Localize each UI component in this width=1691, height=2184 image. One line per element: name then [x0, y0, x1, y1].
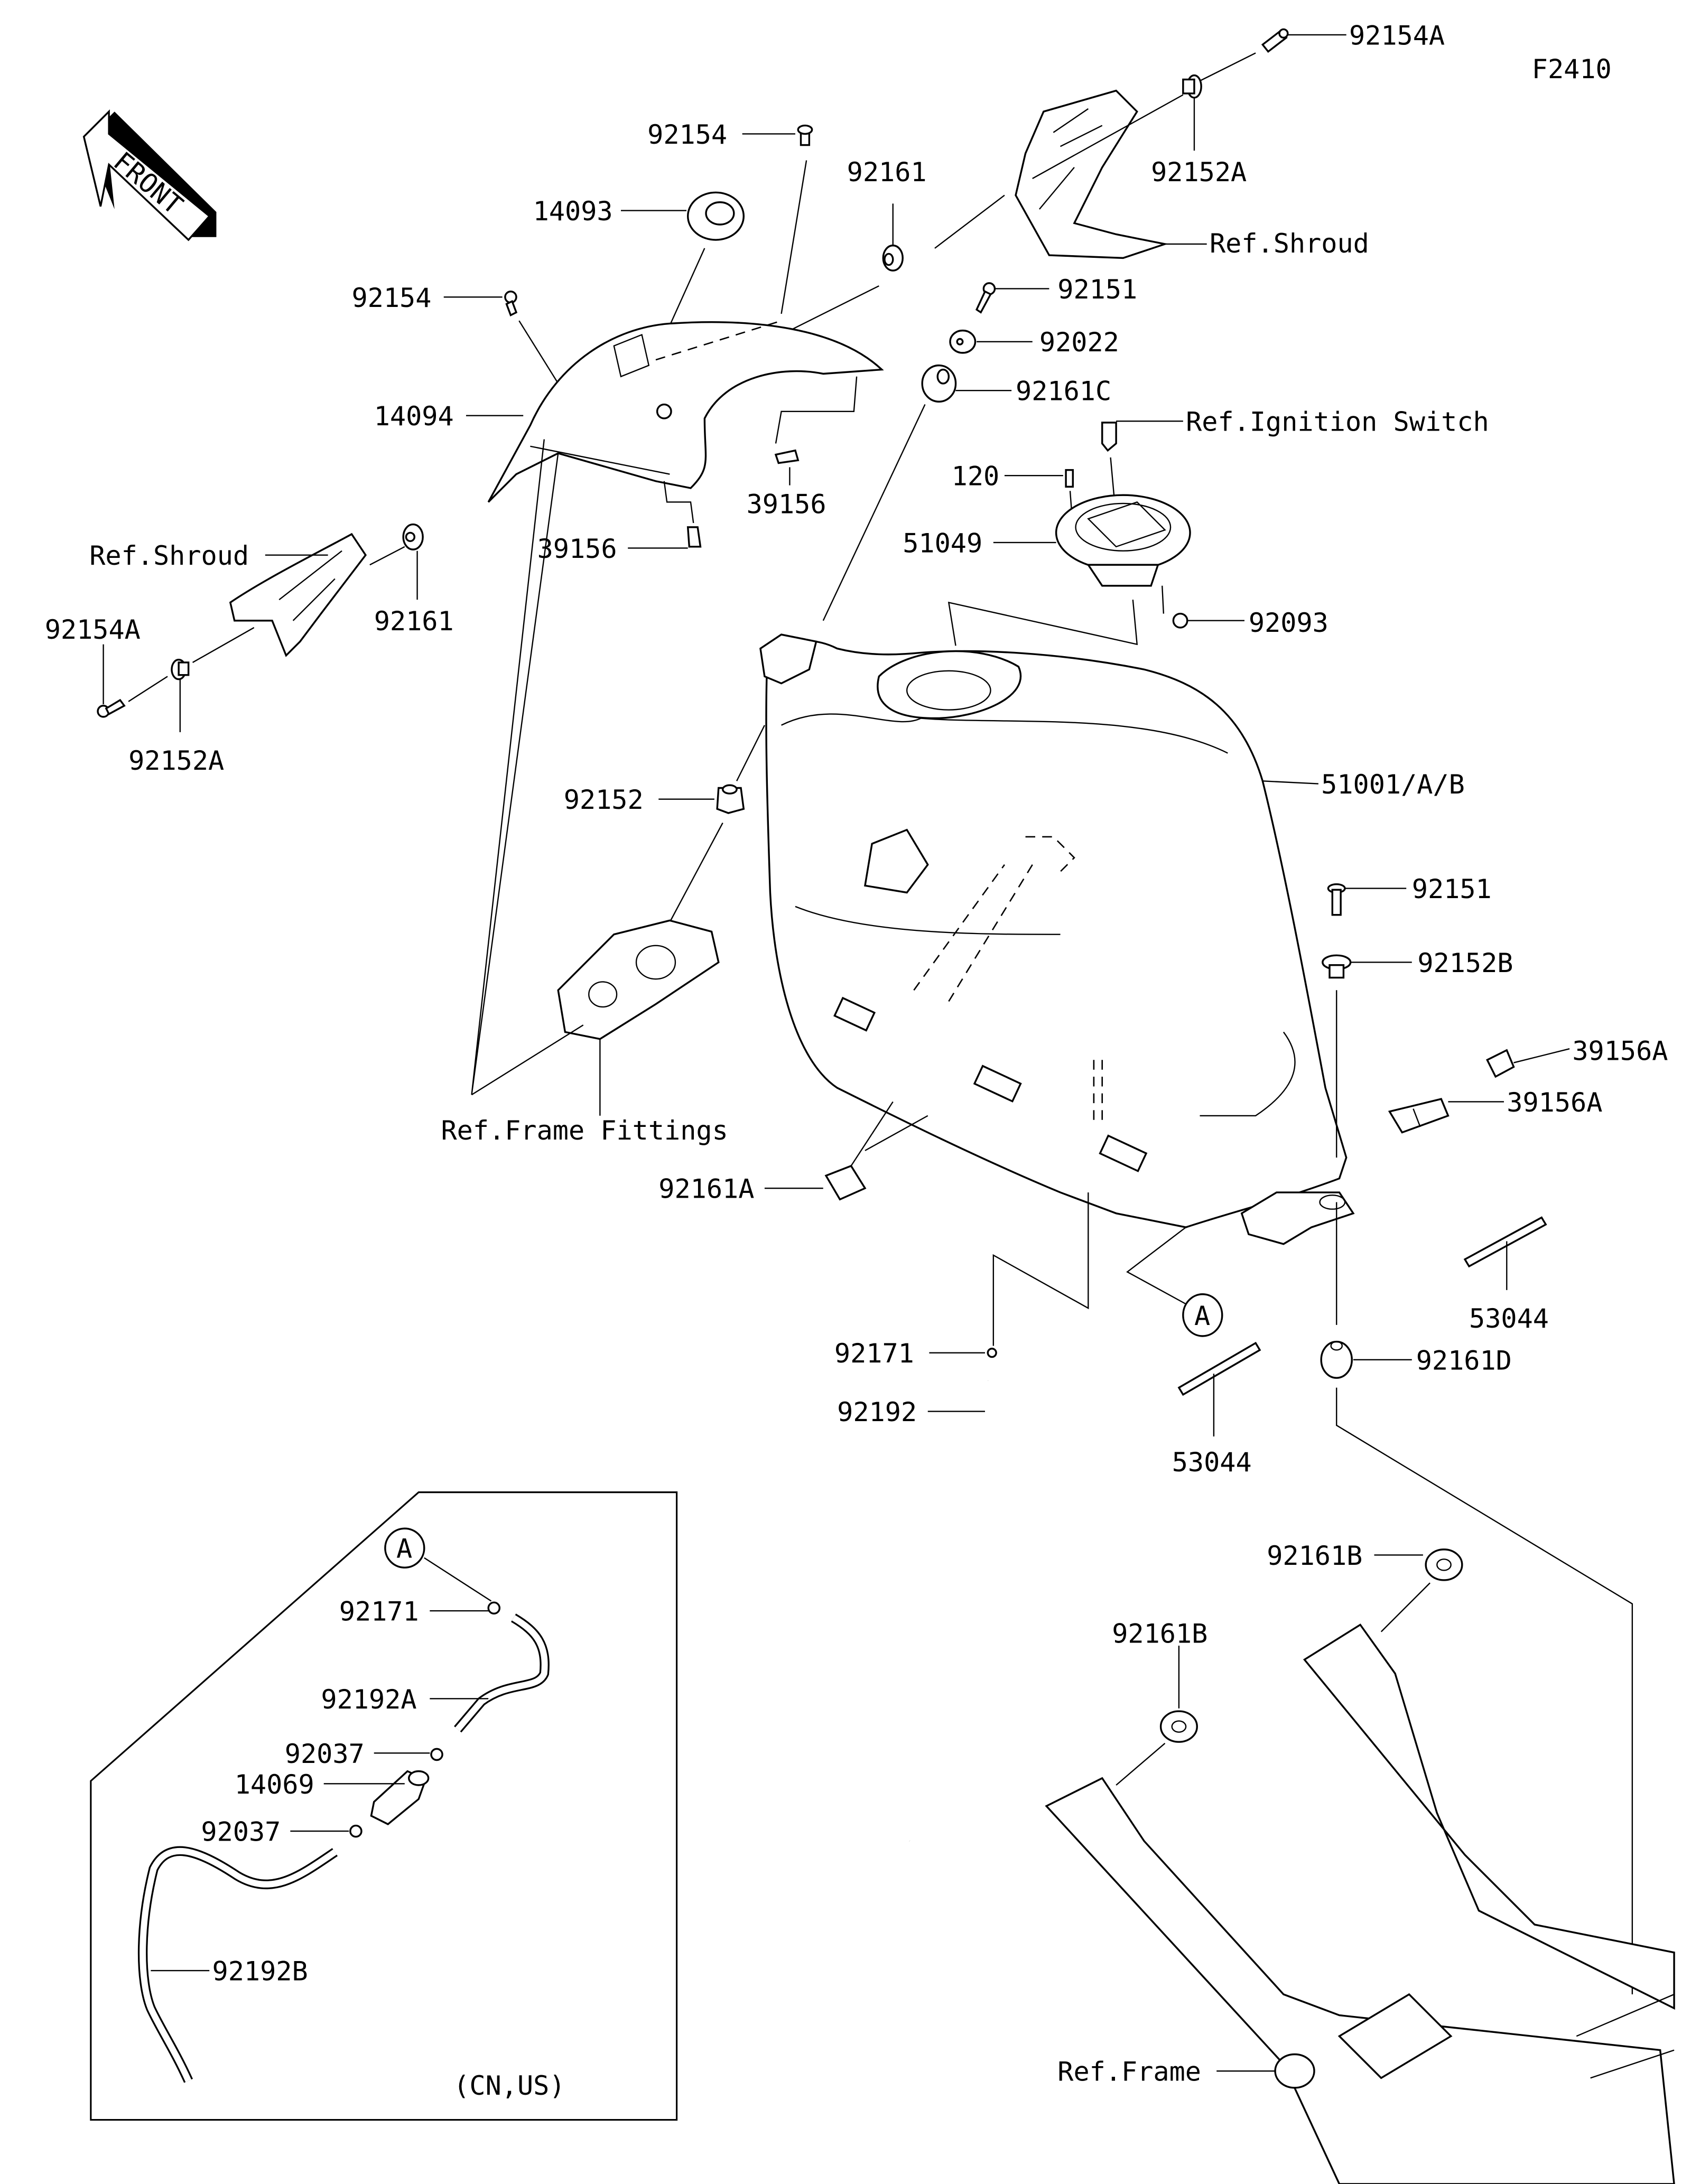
bushing-92152	[716, 784, 745, 814]
part-label-92154A-left: 92154A	[45, 614, 141, 645]
clip-39156-center	[774, 449, 800, 464]
rubber-53044-center	[1177, 1341, 1261, 1396]
collar-92152A-top	[1182, 74, 1202, 99]
part-label-51001: 51001/A/B	[1321, 769, 1465, 800]
part-label-92161B-2: 92161B	[1112, 1618, 1207, 1649]
part-label-39156-left: 39156	[537, 533, 617, 564]
inset-part-label-14069: 14069	[235, 1769, 314, 1800]
part-label-92154-top: 92154	[647, 119, 727, 150]
grommet-92161-left	[402, 523, 424, 550]
ref-frame-label: Ref.Frame	[1057, 2056, 1201, 2087]
part-label-120: 120	[952, 461, 1000, 492]
part-label-92161-left: 92161	[374, 605, 454, 637]
callout-A-main-text: A	[1194, 1300, 1210, 1331]
screw-92154-mid	[504, 291, 518, 316]
inset-hose-92192B	[137, 1846, 338, 2083]
inset-cn-us: A 92171 92192A 92037 14069 92037 92192B	[90, 1491, 678, 2121]
part-label-92152A-left: 92152A	[128, 745, 224, 776]
front-arrow-icon: FRONT	[82, 109, 217, 241]
part-label-92152B: 92152B	[1417, 947, 1513, 978]
inset-part-label-92171: 92171	[339, 1596, 419, 1627]
part-label-92022: 92022	[1039, 326, 1119, 358]
screw-92154A-top	[1261, 28, 1289, 53]
grommet-92161-top	[882, 244, 904, 272]
inset-part-label-92037-bottom: 92037	[201, 1816, 281, 1847]
screw-92151-right	[1327, 883, 1346, 916]
part-label-92154A-top: 92154A	[1349, 20, 1445, 51]
inset-callout-A: A	[384, 1527, 425, 1569]
part-label-51049: 51049	[903, 527, 982, 558]
pad-92161A	[824, 1164, 867, 1201]
part-label-92161A: 92161A	[658, 1173, 754, 1205]
part-label-53044-center: 53044	[1172, 1446, 1252, 1478]
part-label-39156A-1: 39156A	[1572, 1035, 1668, 1066]
part-label-92161B-1: 92161B	[1267, 1540, 1362, 1571]
grommet-92161B-1	[1425, 1548, 1463, 1581]
inset-part-label-92037-top: 92037	[285, 1738, 365, 1769]
pad-39156A-1	[1486, 1049, 1515, 1078]
inset-part-label-92192B: 92192B	[212, 1956, 308, 1987]
screw-92154A-left	[97, 698, 126, 718]
part-label-14094: 14094	[374, 400, 454, 432]
grommet-92161D	[1320, 1340, 1353, 1379]
part-label-92161C: 92161C	[1016, 376, 1111, 407]
part-label-14093: 14093	[533, 195, 613, 227]
rubber-53044-right	[1463, 1216, 1547, 1268]
part-label-92161D: 92161D	[1416, 1345, 1512, 1376]
inset-clip-92037-top	[430, 1748, 443, 1761]
ref-shroud-left-label: Ref.Shroud	[89, 540, 249, 571]
clip-39156-left	[686, 526, 702, 548]
part-label-92152A-top: 92152A	[1151, 156, 1247, 188]
collar-92152A-left	[171, 658, 190, 680]
inset-filter-14069	[370, 1770, 430, 1825]
screw-92154-top	[797, 124, 813, 146]
part-label-39156-center: 39156	[747, 488, 826, 519]
seal-92093	[1172, 612, 1188, 629]
washer-92152B	[1322, 954, 1352, 979]
hose-92192	[814, 1380, 995, 1843]
callout-A-main: A	[1182, 1293, 1223, 1337]
washer-92022	[949, 329, 977, 354]
ref-frame-fittings-label: Ref.Frame Fittings	[441, 1115, 728, 1146]
clamp-92171-main	[987, 1348, 997, 1358]
cap-14093	[686, 191, 745, 241]
frame-fittings-ref	[557, 919, 720, 1040]
part-label-92151-right: 92151	[1412, 873, 1492, 904]
part-label-53044-right: 53044	[1469, 1303, 1549, 1334]
fuel-tank-51001	[759, 633, 1355, 1245]
part-label-92161-top: 92161	[847, 156, 927, 188]
ref-shroud-right-label: Ref.Shroud	[1210, 228, 1369, 259]
pad-39156A-2	[1388, 1098, 1450, 1134]
inset-hose-92192A	[454, 1613, 550, 1733]
inset-clip-92037-bottom	[349, 1824, 363, 1838]
shroud-right	[1015, 89, 1169, 259]
cover-14094	[487, 321, 884, 503]
part-label-92152: 92152	[564, 784, 644, 815]
part-label-92192: 92192	[837, 1396, 917, 1427]
screw-92151-top	[975, 282, 996, 314]
inset-callout-A-text: A	[396, 1533, 412, 1564]
screw-120	[1065, 469, 1074, 488]
part-label-92171-main: 92171	[834, 1338, 914, 1369]
part-label-92151-top: 92151	[1057, 274, 1137, 305]
part-label-92093: 92093	[1249, 607, 1328, 638]
cap-assembly-51049	[1055, 494, 1191, 587]
inset-part-label-92192A: 92192A	[321, 1684, 416, 1715]
part-label-92154-mid: 92154	[351, 282, 431, 313]
inset-clamp-92171	[487, 1601, 501, 1615]
ignition-switch-ref	[1101, 422, 1117, 452]
shroud-left	[229, 533, 367, 657]
frame-ref	[1045, 1623, 1675, 2184]
grommet-92161C	[921, 364, 957, 403]
part-label-39156A-2: 39156A	[1507, 1087, 1602, 1118]
grommet-92161B-2	[1159, 1710, 1198, 1743]
figure-code: F2410	[1532, 53, 1612, 85]
ref-ignition-switch-label: Ref.Ignition Switch	[1186, 406, 1489, 437]
inset-region-note: (CN,US)	[453, 2070, 565, 2101]
